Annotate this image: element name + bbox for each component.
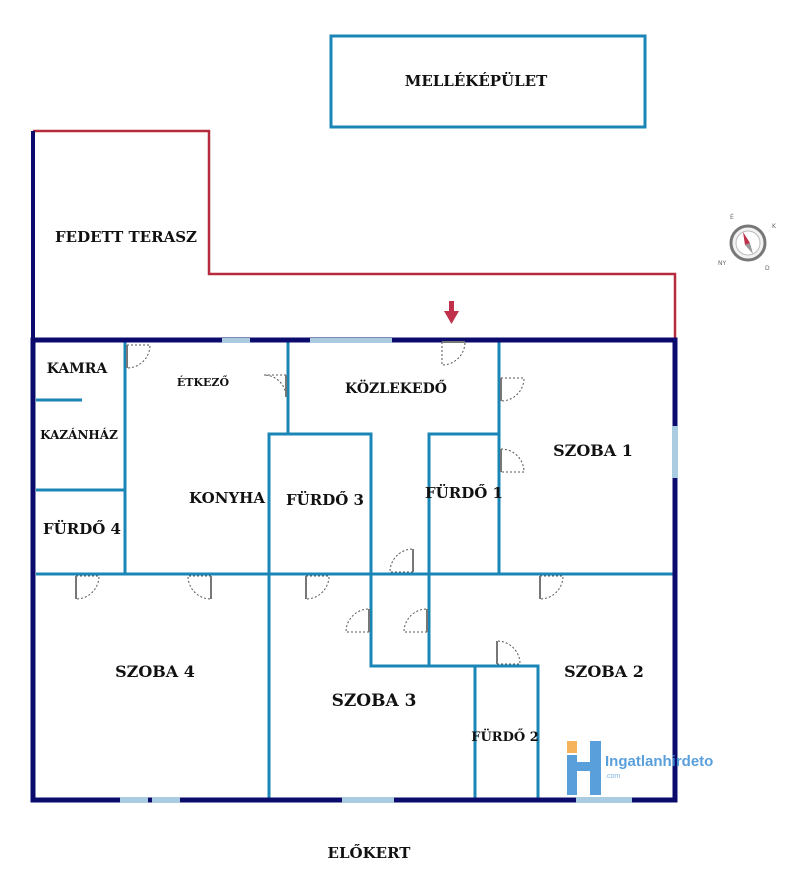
label-bathroom-3: FÜRDŐ 3 <box>286 490 364 509</box>
label-hallway: KÖZLEKEDŐ <box>345 378 447 397</box>
label-room-2: SZOBA 2 <box>564 662 644 681</box>
compass-icon: É K D NY <box>718 213 777 272</box>
watermark-sub: .com <box>605 773 620 780</box>
label-covered-terrace: FEDETT TERASZ <box>55 228 197 246</box>
door-leaves <box>75 341 541 664</box>
label-kitchen: KONYHA <box>189 489 265 507</box>
label-room-4: SZOBA 4 <box>115 662 195 681</box>
compass-west: NY <box>718 260 726 267</box>
compass-north: É <box>730 213 734 221</box>
label-annex: MELLÉKÉPÜLET <box>405 71 548 90</box>
compass-east: K <box>772 223 777 230</box>
label-bathroom-2: FÜRDŐ 2 <box>471 728 539 745</box>
label-room-1: SZOBA 1 <box>553 441 633 460</box>
watermark-brand: Ingatlanhirdeto <box>605 753 713 770</box>
doors <box>75 341 564 665</box>
label-room-3: SZOBA 3 <box>332 691 417 711</box>
label-bathroom-1: FÜRDŐ 1 <box>425 483 503 502</box>
label-boiler-room: KAZÁNHÁZ <box>40 427 118 442</box>
outer-walls <box>30 337 678 803</box>
compass-south: D <box>765 265 770 272</box>
windows <box>120 338 678 803</box>
watermark-logo: Ingatlanhirdeto .com <box>567 741 713 795</box>
label-pantry: KAMRA <box>47 361 109 377</box>
terrace-outline <box>33 129 677 340</box>
label-bathroom-4: FÜRDŐ 4 <box>43 519 121 538</box>
label-front-garden: ELŐKERT <box>328 844 412 862</box>
entrance-arrow-icon <box>444 301 459 324</box>
inner-walls <box>36 341 673 798</box>
label-dining: ÉTKEZŐ <box>177 375 230 389</box>
annex-outline <box>329 34 647 129</box>
